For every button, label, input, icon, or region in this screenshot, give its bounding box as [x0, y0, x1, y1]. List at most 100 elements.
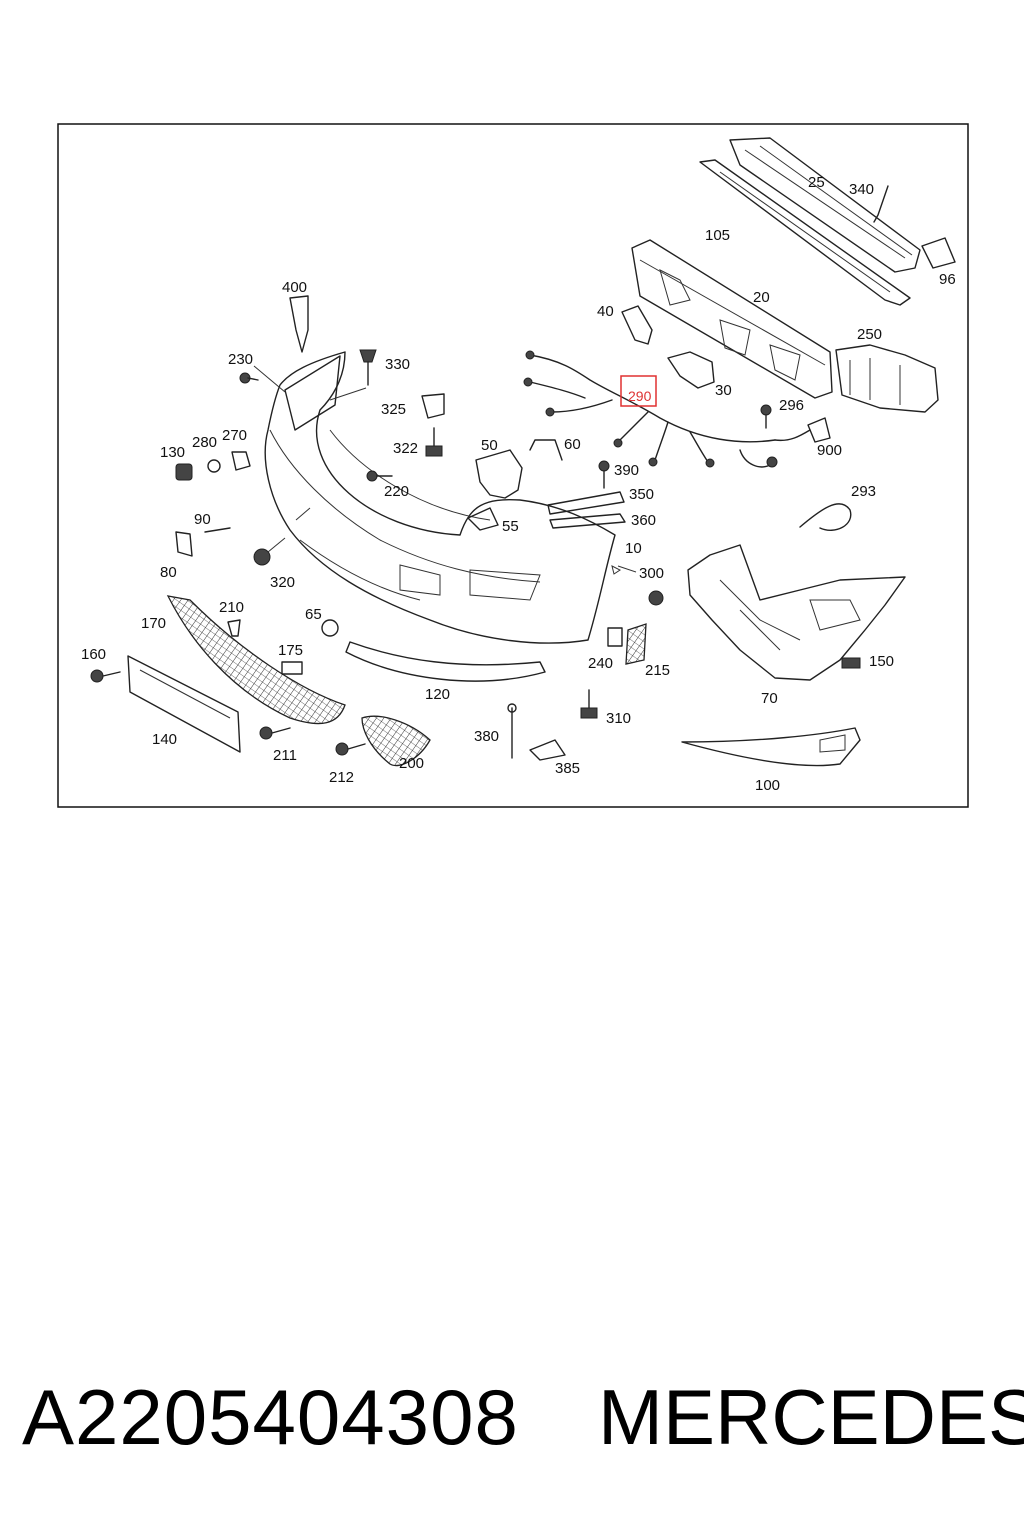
callout-80: 80	[160, 564, 177, 581]
callout-385: 385	[555, 760, 580, 777]
grille-170	[166, 595, 346, 725]
bolt-220	[366, 470, 393, 482]
rivet-380	[507, 703, 517, 759]
bolt-322	[425, 427, 443, 457]
sensors-130-280-270	[175, 451, 251, 481]
callout-120: 120	[425, 686, 450, 703]
clip-175	[281, 661, 303, 675]
callout-100: 100	[755, 777, 780, 794]
highlight-box-290	[620, 375, 657, 407]
strip-360	[549, 513, 626, 529]
clip-210	[227, 619, 241, 637]
leader-lines	[253, 365, 637, 575]
callout-230: 230	[228, 351, 253, 368]
parts-diagram: 25 340 105 96 20 40 250 30 296 290 900 4…	[57, 123, 969, 808]
callout-labels: 25 340 105 96 20 40 250 30 296 290 900 4…	[81, 174, 956, 794]
cover-55	[467, 507, 499, 531]
callout-210: 210	[219, 599, 244, 616]
bracket-30	[667, 351, 715, 389]
callout-55: 55	[502, 518, 519, 535]
callout-340: 340	[849, 181, 874, 198]
nut-320	[253, 548, 271, 566]
plug-65	[321, 619, 339, 637]
bracket-40	[621, 305, 653, 345]
screw-160	[90, 669, 121, 683]
callout-30: 30	[715, 382, 732, 399]
clip-90	[204, 527, 231, 533]
callout-330: 330	[385, 356, 410, 373]
callout-212: 212	[329, 769, 354, 786]
callout-70: 70	[761, 690, 778, 707]
callout-130: 130	[160, 444, 185, 461]
callout-211: 211	[273, 747, 297, 764]
nut-300	[648, 590, 664, 606]
carrier-70	[687, 544, 906, 681]
cable-tie-340	[873, 185, 889, 223]
callout-20: 20	[753, 289, 770, 306]
bracket-400	[289, 295, 309, 353]
callout-65: 65	[305, 606, 322, 623]
clip-325	[421, 393, 445, 419]
callout-310: 310	[606, 710, 631, 727]
callout-60: 60	[564, 436, 581, 453]
callout-215: 215	[645, 662, 670, 679]
callout-50: 50	[481, 437, 498, 454]
strip-105	[699, 159, 911, 306]
callout-400: 400	[282, 279, 307, 296]
bumper-bar-20	[631, 239, 833, 399]
part-number: A2205404308	[22, 1372, 519, 1461]
cover-385	[529, 739, 566, 761]
bracket-250	[835, 344, 939, 413]
spring-60	[529, 439, 563, 461]
callout-170: 170	[141, 615, 166, 632]
screw-212	[335, 742, 366, 756]
callout-250: 250	[857, 326, 882, 343]
callout-900: 900	[817, 442, 842, 459]
callout-296: 296	[779, 397, 804, 414]
bracket-50	[475, 449, 523, 499]
callout-300: 300	[639, 565, 664, 582]
callout-10: 10	[625, 540, 642, 557]
strip-350	[547, 491, 625, 515]
brand-name: MERCEDES	[598, 1372, 1024, 1461]
screw-310	[580, 689, 598, 719]
callout-90: 90	[194, 511, 211, 528]
trim-strip-120	[345, 641, 546, 682]
callout-360: 360	[631, 512, 656, 529]
callout-140: 140	[152, 731, 177, 748]
clip-240	[607, 627, 623, 647]
callout-240: 240	[588, 655, 613, 672]
callout-150: 150	[869, 653, 894, 670]
callout-200: 200	[399, 755, 424, 772]
callout-293: 293	[851, 483, 876, 500]
license-plate-140	[127, 655, 241, 753]
caption-bar: A2205404308 MERCEDES	[0, 1362, 1024, 1472]
screw-296	[760, 404, 772, 429]
screw-390	[598, 460, 610, 489]
bracket-900	[807, 417, 831, 443]
callout-175: 175	[278, 642, 303, 659]
callout-380: 380	[474, 728, 499, 745]
callout-270: 270	[222, 427, 247, 444]
cap-80	[175, 531, 193, 557]
callout-105: 105	[705, 227, 730, 244]
callout-96: 96	[939, 271, 956, 288]
impact-absorber-25	[729, 137, 921, 273]
wiring-harness-290	[523, 350, 811, 468]
callout-390: 390	[614, 462, 639, 479]
screw-211	[259, 726, 291, 740]
fog-grille-200	[361, 715, 431, 767]
cable-tie-293	[799, 503, 852, 531]
fog-grille-215	[625, 623, 647, 665]
clip-96	[921, 237, 956, 269]
callout-220: 220	[384, 483, 409, 500]
callout-40: 40	[597, 303, 614, 320]
callout-280: 280	[192, 434, 217, 451]
screw-230	[239, 372, 259, 384]
callout-325: 325	[381, 401, 406, 418]
screw-330	[359, 349, 377, 386]
clip-150	[841, 657, 861, 669]
callout-350: 350	[629, 486, 654, 503]
callout-320: 320	[270, 574, 295, 591]
callout-290: 290	[628, 388, 652, 404]
